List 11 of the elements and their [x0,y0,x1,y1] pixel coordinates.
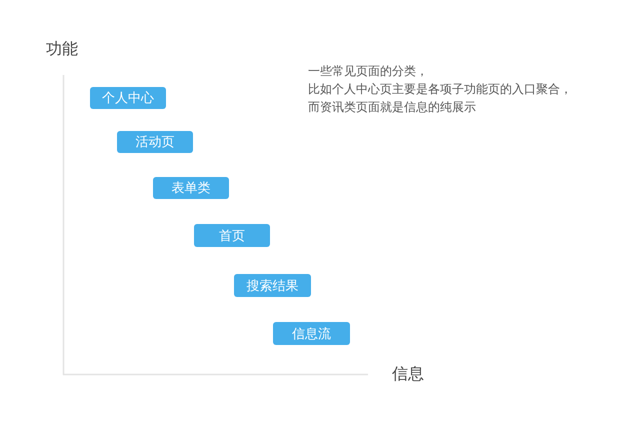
page-type-tag: 信息流 [273,322,350,345]
note-text: 一些常见页面的分类， [308,64,428,78]
page-type-tag: 表单类 [153,177,229,199]
page-type-tag: 活动页 [117,131,193,153]
x-axis-label: 信息 [392,365,424,384]
note-text: 而资讯类页面就是信息的纯展示 [308,100,476,114]
y-axis-label: 功能 [46,40,78,60]
note-text: 比如个人中心页主要是各项子功能页的入口聚合， [308,82,572,96]
page-type-tag: 个人中心 [90,87,166,109]
page-type-tag: 搜索结果 [234,274,311,297]
page-type-tag: 首页 [194,224,270,247]
